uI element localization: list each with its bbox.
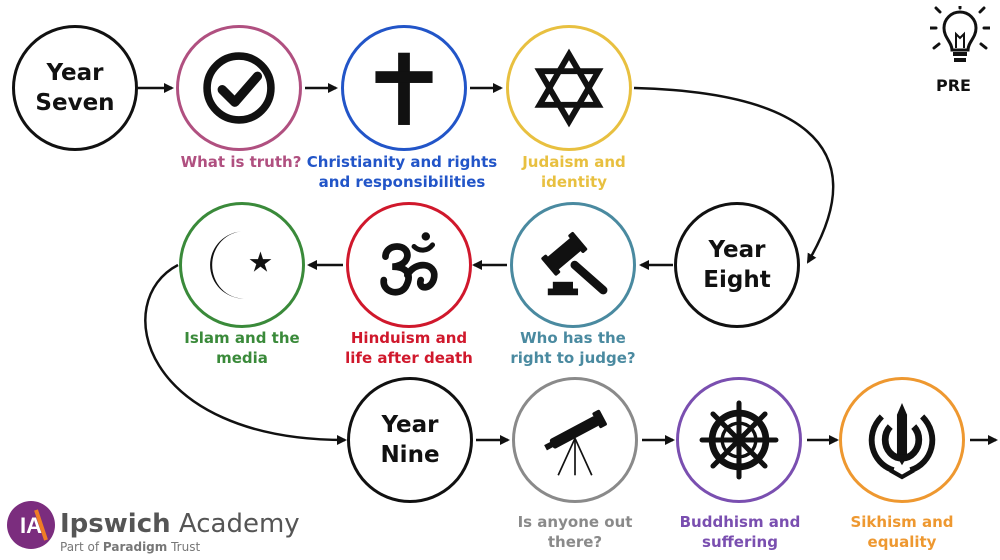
caption-truth: What is truth? (141, 152, 341, 172)
topic-christianity-node (341, 25, 467, 151)
topic-judaism-node (506, 25, 632, 151)
caption-line2: suffering (702, 533, 778, 551)
caption-line1: Who has the (520, 329, 626, 347)
pre-label: PRE (936, 76, 971, 95)
caption-hinduism: Hinduism and life after death (309, 328, 509, 368)
dharma-wheel-icon (699, 400, 779, 480)
year-nine-node: Year Nine (347, 377, 473, 503)
year-nine-line2: Nine (380, 442, 440, 468)
year-eight-node: Year Eight (674, 202, 800, 328)
year-eight-line1: Year (708, 237, 766, 263)
arrow-islam-to-year9 (144, 263, 347, 445)
topic-hinduism-node (346, 202, 472, 328)
logo-mark-text: IA (20, 513, 42, 538)
caption-line2: identity (541, 173, 607, 191)
caption-christianity: Christianity and rights and responsibili… (302, 152, 502, 192)
caption-line1: Sikhism and (850, 513, 954, 531)
logo-brand-bold: Ipswich (60, 509, 171, 539)
caption-line1: Buddhism and (679, 513, 801, 531)
khanda-icon (868, 403, 936, 480)
caption-line2: equality (867, 533, 937, 551)
topic-buddhism-node (676, 377, 802, 503)
topic-sikhism-node (839, 377, 965, 503)
caption-line2: there? (547, 533, 603, 551)
caption-line2: media (216, 349, 268, 367)
caption-buddhism: Buddhism and suffering (640, 512, 840, 552)
year-seven-line1: Year (46, 60, 104, 86)
topic-truth-node (176, 25, 302, 151)
caption-islam: Islam and the media (142, 328, 342, 368)
topic-space-node (512, 377, 638, 503)
caption-line1: What is truth? (180, 153, 302, 171)
caption-line2: and responsibilities (318, 173, 486, 191)
caption-judge: Who has the right to judge? (473, 328, 673, 368)
ipswich-academy-logo-mark: IA (7, 501, 55, 549)
check-icon (203, 52, 275, 124)
caption-line1: Christianity and rights (306, 153, 498, 171)
caption-line2: life after death (345, 349, 473, 367)
caption-line1: Islam and the (184, 329, 300, 347)
telescope-icon (544, 409, 607, 476)
year-eight-line2: Eight (703, 267, 771, 293)
caption-space: Is anyone out there? (475, 512, 675, 552)
gavel-icon (541, 231, 608, 296)
logo-tagline-post: Trust (167, 540, 201, 554)
year-seven-line2: Seven (35, 90, 115, 116)
topic-islam-node (179, 202, 305, 328)
topic-judge-node (510, 202, 636, 328)
year-seven-node: Year Seven (12, 25, 138, 151)
arrow-judaism-to-year8 (633, 86, 835, 264)
caption-sikhism: Sikhism and equality (802, 512, 1000, 552)
logo-tagline-bold: Paradigm (102, 540, 168, 554)
caption-line1: Judaism and (522, 153, 626, 171)
caption-line2: right to judge? (510, 349, 636, 367)
star-of-david-icon (534, 48, 604, 128)
caption-line1: Is anyone out (517, 513, 633, 531)
crescent-star-icon (210, 231, 272, 299)
lightbulb-icon (930, 6, 990, 62)
caption-judaism: Judaism and identity (474, 152, 674, 192)
logo-text: Ipswich Academy Part of Paradigm Trust (60, 510, 300, 554)
om-icon (380, 232, 438, 296)
logo-brand-light: Academy (178, 509, 300, 539)
logo-tagline-pre: Part of (60, 540, 103, 554)
cross-icon (375, 52, 433, 125)
caption-line1: Hinduism and (350, 329, 468, 347)
year-nine-line1: Year (381, 412, 439, 438)
